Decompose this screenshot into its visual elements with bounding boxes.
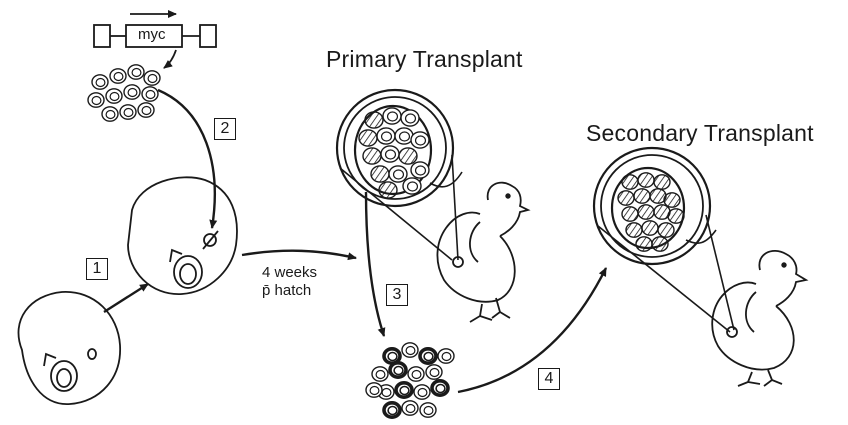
- cell-icon: [138, 103, 154, 117]
- cell-icon: [372, 367, 388, 381]
- chick-primary: [437, 183, 528, 322]
- cell-icon: [652, 237, 668, 251]
- step-2-box: 2: [214, 118, 236, 140]
- cell-icon: [401, 110, 419, 126]
- cell-icon: [359, 130, 377, 146]
- arrow-step-2: [158, 90, 215, 228]
- cell-icon: [402, 401, 418, 415]
- cell-icon: [144, 71, 160, 85]
- cell-icon: [638, 173, 654, 187]
- cell-icon: [411, 132, 429, 148]
- cell-icon: [377, 128, 395, 144]
- cell-icon: [363, 148, 381, 164]
- cell-icon: [622, 175, 638, 189]
- cell-icon: [642, 221, 658, 235]
- cell-icon: [396, 383, 412, 397]
- cell-icon: [399, 148, 417, 164]
- cell-icon: [102, 107, 118, 121]
- cell-icon: [638, 205, 654, 219]
- cell-icon: [420, 349, 436, 363]
- cell-icon: [365, 112, 383, 128]
- cell-icon: [395, 128, 413, 144]
- cell-icon: [383, 108, 401, 124]
- primary-bursa-magnified: [337, 90, 462, 260]
- arrow-step-3: [366, 192, 384, 336]
- cell-icon: [124, 85, 140, 99]
- cell-icon: [664, 193, 680, 207]
- cell-icon: [658, 223, 674, 237]
- cell-icon: [390, 363, 406, 377]
- cell-icon: [432, 381, 448, 395]
- cell-icon: [618, 191, 634, 205]
- step-3-box: 3: [386, 284, 408, 306]
- secondary-transplant-title: Secondary Transplant: [586, 120, 814, 147]
- secondary-bursa-magnified: [594, 148, 734, 332]
- cell-icon: [622, 207, 638, 221]
- cell-icon: [402, 343, 418, 357]
- cell-icon: [414, 385, 430, 399]
- cell-icon: [626, 223, 642, 237]
- cell-icon: [384, 403, 400, 417]
- tumor-cell-cluster: [366, 343, 454, 417]
- cell-icon: [426, 365, 442, 379]
- cell-icon: [371, 166, 389, 182]
- time-label-hatch: p̄ hatch: [262, 282, 311, 299]
- cell-icon: [120, 105, 136, 119]
- cell-icon: [106, 89, 122, 103]
- arrow-hatch: [242, 251, 356, 258]
- cell-icon: [668, 209, 684, 223]
- cell-icon: [636, 237, 652, 251]
- cell-icon: [408, 367, 424, 381]
- cell-icon: [379, 182, 397, 198]
- cell-icon: [381, 146, 399, 162]
- cell-icon: [411, 162, 429, 178]
- transfected-cell-cluster: [88, 65, 160, 121]
- cell-icon: [110, 69, 126, 83]
- cell-icon: [366, 383, 382, 397]
- time-label-weeks: 4 weeks: [262, 264, 317, 281]
- embryo-early: [18, 292, 120, 404]
- cell-icon: [420, 403, 436, 417]
- step-4-box: 4: [538, 368, 560, 390]
- step-1-box: 1: [86, 258, 108, 280]
- cell-icon: [438, 349, 454, 363]
- cell-icon: [128, 65, 144, 79]
- embryo-injected: [128, 177, 237, 294]
- cell-icon: [389, 166, 407, 182]
- cell-icon: [88, 93, 104, 107]
- cell-icon: [142, 87, 158, 101]
- cell-icon: [92, 75, 108, 89]
- arrow-step-1: [104, 284, 148, 312]
- arrow-step-4: [458, 268, 606, 392]
- chick-secondary: [712, 251, 806, 386]
- cell-icon: [403, 178, 421, 194]
- primary-transplant-title: Primary Transplant: [326, 46, 523, 73]
- myc-gene-label: myc: [138, 26, 166, 43]
- cell-icon: [654, 175, 670, 189]
- cell-icon: [634, 189, 650, 203]
